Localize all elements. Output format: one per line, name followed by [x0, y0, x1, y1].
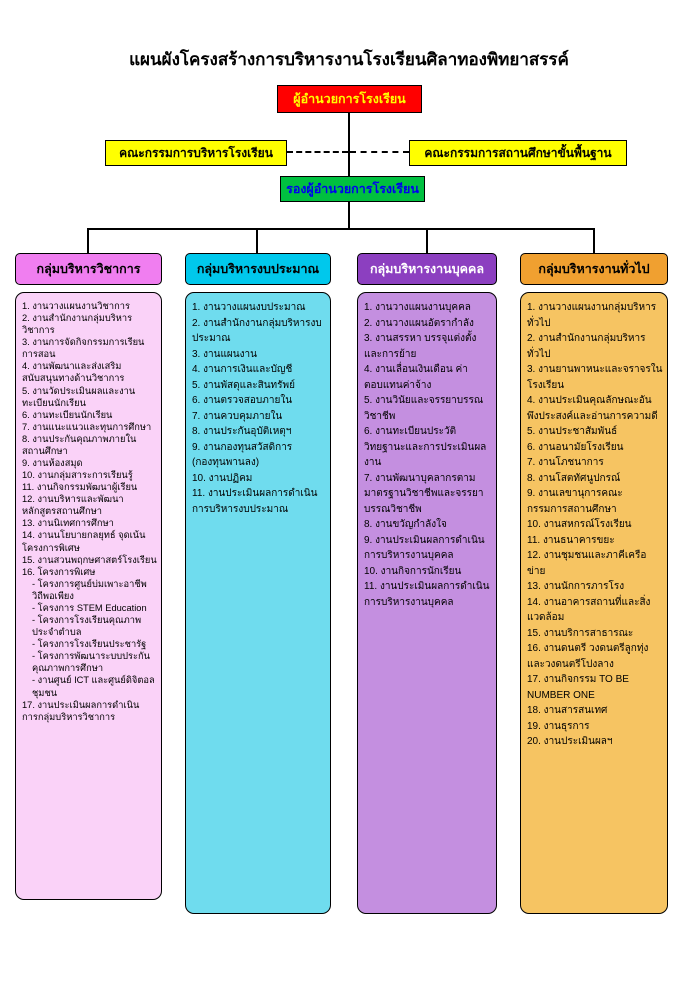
list-item: 3. งานยานพาหนะและจราจรในโรงเรียน [527, 364, 663, 391]
list-item: 17. งานประเมินผลการดำเนินการกลุ่มบริหารว… [22, 699, 140, 722]
list-item: 14. งานนโยบายกลยุทธ์ จุดเน้นโครงการพิเศษ [22, 530, 146, 553]
group-header-budget: กลุ่มบริหารงบประมาณ [185, 253, 331, 285]
group-column-academic: กลุ่มบริหารวิชาการ 1. งานวางแผนงานวิชากา… [15, 253, 162, 900]
list-item: 1. งานวางแผนงบประมาณ [192, 302, 306, 313]
list-item: 19. งานธุรการ [527, 720, 590, 732]
connector-drop-budget [256, 230, 258, 253]
list-item: 16. โครงการพิเศษ [22, 566, 96, 577]
list-item: 9. งานกองทุนสวัสดิการ (กองทุนพานลง) [192, 441, 293, 469]
list-item: - โครงการโรงเรียนประชารัฐ [32, 639, 147, 650]
list-item: 2. งานสำนักงานกลุ่มบริหารทั่วไป [527, 333, 646, 360]
list-item: 7. งานแนะแนวและทุนการศึกษา [22, 421, 152, 432]
connector-dashed-right [350, 151, 409, 153]
list-item: 13. งานนักการภารโรง [527, 581, 625, 592]
director-box: ผู้อำนวยการโรงเรียน [277, 85, 422, 113]
basic-education-committee-box: คณะกรรมการสถานศึกษาขั้นพื้นฐาน [409, 140, 627, 166]
connector-drop-personnel [426, 230, 428, 253]
connector-director-deputy [348, 113, 350, 176]
management-committee-box: คณะกรรมการบริหารโรงเรียน [105, 140, 287, 166]
group-column-general: กลุ่มบริหารงานทั่วไป 1. งานวางแผนงานกลุ่… [520, 253, 668, 914]
list-item: 7. งานพัฒนาบุคลากรตามมาตรฐานวิชาชีพและจร… [364, 472, 484, 515]
list-item: 10. งานกิจการนักเรียน [364, 565, 462, 577]
list-item: 20. งานประเมินผลฯ [527, 736, 613, 747]
list-item: 10. งานสหกรณ์โรงเรียน [527, 519, 632, 530]
list-item: 10. งานปฏิคม [192, 472, 253, 484]
list-item: 1. งานวางแผนงานวิชาการ [22, 301, 130, 311]
list-item: - งานศูนย์ ICT และศูนย์ดิจิตอลชุมชน [32, 675, 155, 698]
group-body-academic: 1. งานวางแผนงานวิชาการ 2. งานสำนักงานกลุ่… [15, 292, 162, 900]
list-item: 7. งานควบคุมภายใน [192, 410, 283, 422]
list-item: 8. งานประกันอุบัติเหตุฯ [192, 426, 292, 437]
list-item: 4. งานประเมินคุณลักษณะอันพึงประสงค์และอ่… [527, 395, 658, 422]
list-item: 1. งานวางแผนงานกลุ่มบริหารทั่วไป [527, 302, 657, 329]
group-header-personnel: กลุ่มบริหารงานบุคคล [357, 253, 497, 285]
deputy-director-box: รองผู้อำนวยการโรงเรียน [280, 176, 425, 202]
list-item: 11. งานกิจกรรมพัฒนาผู้เรียน [22, 482, 138, 493]
connector-drop-academic [87, 230, 89, 253]
list-item: 11. งานประเมินผลการดำเนินการบริหารงานบุค… [364, 581, 490, 608]
list-item: 2. งานวางแผนอัตรากำลัง [364, 317, 474, 329]
group-body-general: 1. งานวางแผนงานกลุ่มบริหารทั่วไป 2. งานสำ… [520, 292, 668, 914]
list-item: 14. งานอาคารสถานที่และสิ่งแวดล้อม [527, 596, 651, 624]
list-item: 6. งานอนามัยโรงเรียน [527, 441, 624, 453]
group-column-budget: กลุ่มบริหารงบประมาณ 1. งานวางแผนงบประมาณ… [185, 253, 331, 914]
group-header-general: กลุ่มบริหารงานทั่วไป [520, 253, 668, 285]
list-item: 6. งานตรวจสอบภายใน [192, 395, 293, 406]
list-item: - โครงการโรงเรียนคุณภาพประจำตำบล [32, 615, 142, 638]
list-item: 8. งานประกันคุณภาพภายในสถานศึกษา [22, 433, 137, 456]
list-item: 3. งานแผนงาน [192, 348, 257, 360]
list-item: 12. งานบริหารและพัฒนาหลักสูตรสถานศึกษา [22, 494, 124, 517]
list-item: 8. งานขวัญกำลังใจ [364, 519, 447, 530]
list-item: 2. งานสำนักงานกลุ่มบริหารงบประมาณ [192, 317, 322, 345]
list-item: 11. งานประเมินผลการดำเนินการบริหารงบประม… [192, 488, 318, 515]
list-item: 4. งานพัฒนาและส่งเสริมสนับสนุนทางด้านวิช… [22, 361, 125, 384]
list-item: 8. งานโสตทัศนูปกรณ์ [527, 472, 621, 484]
list-item: 4. งานเลื่อนเงินเดือน ค่าตอบแทนค่าจ้าง [364, 364, 468, 391]
list-item: 9. งานเลขานุการคณะกรรมการสถานศึกษา [527, 488, 623, 515]
list-item: 1. งานวางแผนงานบุคคล [364, 302, 471, 313]
group-body-personnel: 1. งานวางแผนงานบุคคล 2. งานวางแผนอัตรากำล… [357, 292, 497, 914]
list-item: 6. งานทะเบียนนักเรียน [22, 409, 113, 420]
page-title: แผนผังโครงสร้างการบริหารงานโรงเรียนศิลาท… [129, 50, 569, 69]
list-item: 9. งานประเมินผลการดำเนินการบริหารงานบุคค… [364, 534, 485, 562]
list-item: 5. งานวินัยและจรรยาบรรณวิชาชีพ [364, 395, 484, 422]
list-item: 5. งานพัสดุและสินทรัพย์ [192, 379, 295, 391]
group-body-budget: 1. งานวางแผนงบประมาณ 2. งานสำนักงานกลุ่มบ… [185, 292, 331, 914]
list-item: 3. งานสรรหา บรรจุแต่งตั้งและการย้าย [364, 333, 477, 360]
list-item: 7. งานโภชนาการ [527, 457, 604, 468]
connector-deputy-down [348, 202, 350, 229]
connector-dashed-left [287, 151, 348, 153]
list-item: 15. งานสวนพฤกษศาสตร์โรงเรียน [22, 554, 157, 565]
list-item: 2. งานสำนักงานกลุ่มบริหารวิชาการ [22, 313, 133, 336]
list-item: - โครงการ STEM Education [32, 602, 147, 613]
connector-horizontal-span [87, 228, 595, 230]
list-item: 3. งานการจัดกิจกรรมการเรียนการสอน [22, 337, 145, 360]
list-item: - โครงการศูนย์บ่มเพาะอาชีพวิถีพอเพียง [32, 578, 147, 601]
list-item: 12. งานชุมชนและภาคีเครือข่าย [527, 550, 647, 577]
list-item: 5. งานประชาสัมพันธ์ [527, 426, 618, 437]
list-item: 11. งานธนาคารขยะ [527, 534, 615, 546]
list-item: 13. งานนิเทศการศึกษา [22, 518, 114, 529]
list-item: 4. งานการเงินและบัญชี [192, 364, 293, 375]
group-header-academic: กลุ่มบริหารวิชาการ [15, 253, 162, 285]
list-item: 15. งานบริการสาธารณะ [527, 627, 634, 639]
connector-drop-general [593, 230, 595, 253]
list-item: 17. งานกิจกรรม TO BE NUMBER ONE [527, 674, 629, 701]
list-item: 6. งานทะเบียนประวัติ วิทยฐานะและการประเม… [364, 426, 487, 468]
list-item: 16. งานดนตรี วงดนตรีลูกทุ่งและวงดนตรีโปง… [527, 643, 649, 670]
list-item: 18. งานสารสนเทศ [527, 705, 608, 716]
list-item: 9. งานห้องสมุด [22, 458, 83, 469]
group-column-personnel: กลุ่มบริหารงานบุคคล 1. งานวางแผนงานบุคคล… [357, 253, 497, 914]
list-item: 5. งานวัดประเมินผลและงานทะเบียนนักเรียน [22, 385, 136, 408]
list-item: - โครงการพัฒนาระบบประกันคุณภาพการศึกษา [32, 651, 151, 674]
list-item: 10. งานกลุ่มสาระการเรียนรู้ [22, 470, 133, 481]
